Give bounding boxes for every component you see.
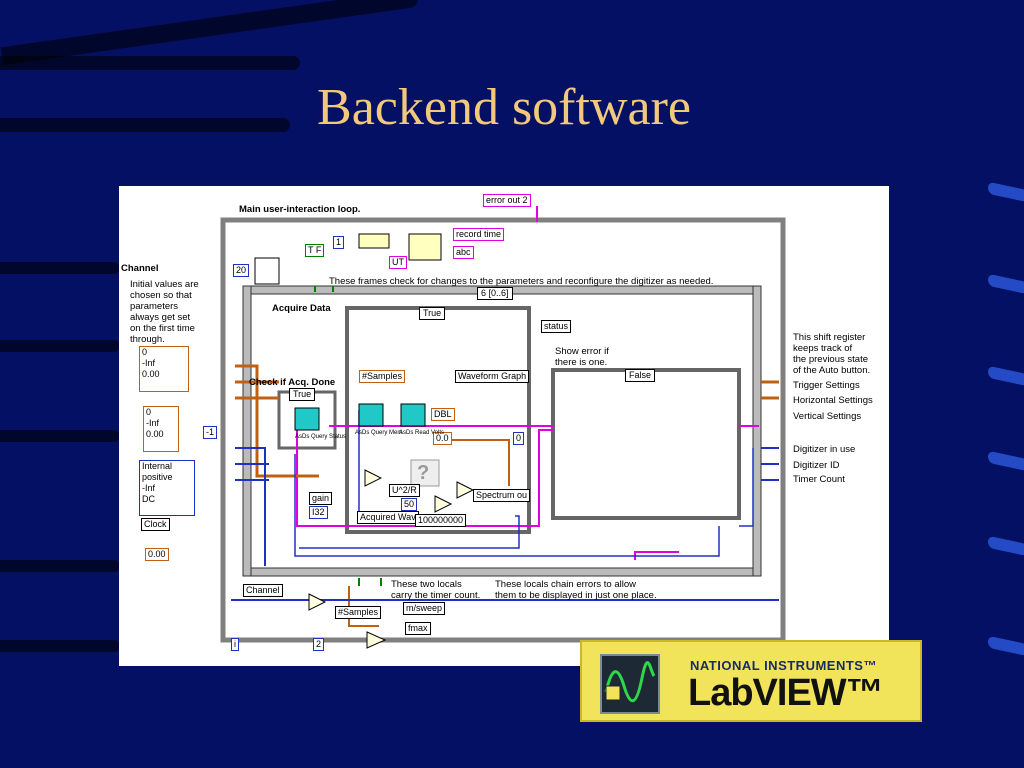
case-selector-true[interactable]: True: [419, 307, 446, 320]
dbl-constant: DBL: [431, 408, 455, 421]
acquire-data-label: Acquire Data: [272, 303, 331, 314]
clock-value: 0.00: [145, 548, 169, 561]
bg-right-stripe: [988, 450, 1024, 472]
show-error-note: Show error if there is one.: [555, 346, 609, 368]
coupling-dc[interactable]: DC: [142, 494, 155, 504]
bg-right-stripe: [988, 181, 1024, 203]
initial-values-note: Initial values are chosen so that parame…: [130, 279, 199, 345]
acquired-waveform-terminal[interactable]: Acquired Wav: [357, 511, 419, 524]
fmax-terminal[interactable]: fmax: [405, 622, 431, 635]
init-array-3: Internal positive -Inf DC: [139, 460, 195, 516]
channel-terminal[interactable]: Channel: [243, 584, 283, 597]
block-diagram: Main user-interaction loop. Channel Init…: [119, 186, 889, 666]
bg-right-stripe: [988, 365, 1024, 387]
init-array-1: 0 -Inf 0.00: [139, 346, 189, 392]
gain-terminal[interactable]: gain: [309, 492, 333, 505]
chain-errors-note: These locals chain errors to allow them …: [495, 579, 657, 601]
check-acq-label: Check if Acq. Done: [249, 377, 336, 388]
waveform-icon: [604, 661, 656, 703]
frames-note: These frames check for changes to the pa…: [329, 276, 714, 287]
samples-local[interactable]: #Samples: [335, 606, 382, 619]
one-constant: 1: [333, 236, 345, 249]
bg-stripe: [0, 430, 120, 442]
init-value: -Inf: [146, 418, 160, 428]
horizontal-settings-label: Horizontal Settings: [793, 395, 873, 406]
bg-stripe: [0, 560, 120, 572]
query-mem-vi: AsDs Query Mem: [355, 430, 403, 436]
case-selector-false[interactable]: False: [625, 369, 656, 382]
zero-point-constant: 0.0: [433, 432, 452, 445]
loop-label: Main user-interaction loop.: [239, 204, 361, 215]
abc-constant: abc: [453, 246, 474, 259]
slope-positive[interactable]: positive: [142, 472, 173, 482]
twenty-constant: 20: [233, 264, 250, 277]
status-indicator[interactable]: status: [541, 320, 572, 333]
bg-stripe: [0, 262, 120, 274]
zero-constant: 0: [513, 432, 525, 445]
clock-control[interactable]: Clock: [141, 518, 170, 531]
shift-register-note: This shift register keeps track of the p…: [793, 332, 871, 376]
u2r-formula: U^2/R: [389, 484, 420, 497]
trigger-settings-label: Trigger Settings: [793, 380, 860, 391]
timer-count-label: Timer Count: [793, 474, 845, 485]
bg-stripe: [0, 118, 290, 132]
labview-logo: NATIONAL INSTRUMENTS™ LabVIEW™: [580, 640, 922, 722]
digitizer-id-label: Digitizer ID: [793, 460, 840, 471]
query-status-vi: AsDs Query Status: [295, 434, 347, 440]
i-iteration-terminal: i: [231, 638, 239, 651]
sequence-selector[interactable]: 6 [0..6]: [477, 287, 513, 300]
init-value: 0: [142, 347, 148, 357]
digitizer-in-use-label: Digitizer in use: [793, 444, 856, 455]
bg-right-stripe: [988, 535, 1024, 557]
minus-one-constant: -1: [203, 426, 218, 439]
init-value: 0.00: [142, 369, 160, 379]
bg-right-stripe: [988, 635, 1024, 657]
spectrum-out-terminal[interactable]: Spectrum ou: [473, 489, 531, 502]
case-selector-check[interactable]: True: [289, 388, 316, 401]
channel-heading: Channel: [121, 263, 159, 274]
record-time-indicator[interactable]: record time: [453, 228, 505, 241]
bg-stripe: [0, 56, 300, 70]
fifty-constant: 50: [401, 498, 418, 511]
labview-logo-icon: [600, 654, 660, 714]
bg-stripe: [0, 640, 120, 652]
bg-right-stripe: [988, 273, 1024, 295]
question-icon: ?: [417, 462, 430, 484]
read-volts-vi: AsDs Read Volts: [399, 430, 445, 436]
error-out-indicator[interactable]: error out 2: [483, 194, 531, 207]
ut-constant: UT: [389, 256, 407, 269]
waveform-graph-terminal[interactable]: Waveform Graph: [455, 370, 530, 383]
big-number-constant: 100000000: [415, 514, 467, 527]
bg-stripe: [0, 340, 120, 352]
vertical-settings-label: Vertical Settings: [793, 411, 862, 422]
init-value: -Inf: [142, 483, 156, 493]
init-value: 0: [146, 407, 152, 417]
samples-terminal[interactable]: #Samples: [359, 370, 406, 383]
coupling-internal[interactable]: Internal: [142, 461, 173, 471]
i32-constant: I32: [309, 506, 328, 519]
m-sweep-terminal[interactable]: m/sweep: [403, 602, 446, 615]
tf-constant: T F: [305, 244, 325, 257]
two-constant: 2: [313, 638, 325, 651]
init-value: -Inf: [142, 358, 156, 368]
init-value: 0.00: [146, 429, 164, 439]
init-array-2: 0 -Inf 0.00: [143, 406, 179, 452]
national-instruments-text: NATIONAL INSTRUMENTS™: [690, 658, 877, 673]
timer-locals-note: These two locals carry the timer count.: [391, 579, 481, 601]
slide-title: Backend software: [317, 79, 691, 136]
labview-wordmark: LabVIEW™: [688, 672, 884, 714]
